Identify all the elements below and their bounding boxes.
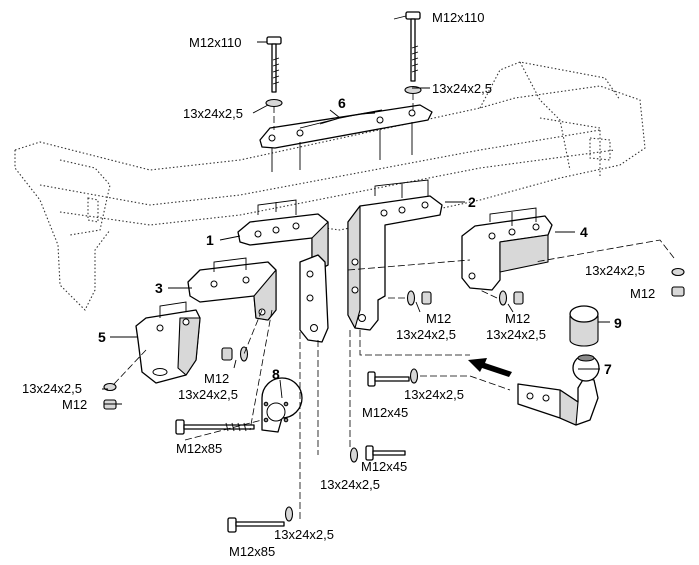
center-vertical-plate: [299, 254, 329, 343]
label-bolt-m12x85-middle: M12x85: [176, 441, 222, 456]
part-1-bracket: [237, 199, 329, 271]
label-washer-mid-2: 13x24x2,5: [486, 327, 546, 342]
bolt-m12x85-lower: [227, 506, 294, 533]
part-number-5: 5: [98, 329, 106, 345]
label-nut-mid-1: M12: [426, 311, 451, 326]
part-number-3: 3: [155, 280, 163, 296]
nut-left-edge: [103, 399, 117, 410]
part-number-7: 7: [604, 361, 612, 377]
nut-mid-2: [513, 291, 524, 305]
label-washer-mid-1: 13x24x2,5: [396, 327, 456, 342]
washer-mid-1: [406, 290, 416, 306]
label-bolt-m12x110-right: M12x110: [432, 10, 485, 25]
label-washer-left-mid: 13x24x2,5: [178, 387, 238, 402]
part-8-socket-plate: [261, 377, 303, 433]
washer-mid-2: [498, 290, 508, 306]
part-number-1: 1: [206, 232, 214, 248]
bolt-m12x110-right: [405, 11, 421, 82]
label-bolt-m12x45-upper: M12x45: [362, 405, 408, 420]
label-bolt-m12x85-lower: M12x85: [229, 544, 275, 559]
part-number-6: 6: [338, 95, 346, 111]
assembly-direction-arrow: [468, 358, 512, 377]
label-washer-right-edge: 13x24x2,5: [585, 263, 645, 278]
label-bolt-m12x110-left: M12x110: [189, 35, 242, 50]
vehicle-frame-outline: [14, 61, 646, 311]
label-nut-mid-2: M12: [505, 311, 530, 326]
bolt-m12x85-middle: [175, 419, 255, 435]
part-number-9: 9: [614, 315, 622, 331]
label-nut-left-edge: M12: [62, 397, 87, 412]
bolt-m12x45-upper: [367, 368, 419, 387]
label-washer-bolt-m12x85-lower: 13x24x2,5: [274, 527, 334, 542]
washer-right-edge: [671, 267, 685, 277]
nut-mid-1: [421, 291, 432, 305]
part-number-2: 2: [468, 194, 476, 210]
part-3-small-bracket: [187, 257, 277, 321]
label-washer-bolt-m12x45-lower: 13x24x2,5: [320, 477, 380, 492]
label-washer-top-right: 13x24x2,5: [432, 81, 492, 96]
washer-top-left: [265, 98, 283, 108]
leader-lines: [102, 15, 610, 405]
part-5-lower-bracket: [135, 301, 201, 384]
nut-right-edge: [671, 286, 685, 297]
part-6-top-plate: [259, 104, 433, 172]
label-nut-right-edge: M12: [630, 286, 655, 301]
part-2-side-bracket: [347, 179, 443, 331]
part-4-right-bracket: [461, 207, 553, 291]
nut-left-mid: [221, 347, 233, 361]
label-washer-left-edge: 13x24x2,5: [22, 381, 82, 396]
part-number-4: 4: [580, 224, 588, 240]
label-washer-top-left: 13x24x2,5: [183, 106, 243, 121]
washer-left-mid: [239, 346, 249, 362]
bolt-m12x110-left: [266, 36, 282, 93]
bolt-m12x45-lower: [349, 445, 406, 463]
alignment-lines: [113, 93, 675, 520]
label-washer-bolt-m12x45-upper: 13x24x2,5: [404, 387, 464, 402]
part-7-tow-ball: [517, 354, 600, 426]
label-nut-left-mid: M12: [204, 371, 229, 386]
part-number-8: 8: [272, 366, 280, 382]
label-bolt-m12x45-lower: M12x45: [361, 459, 407, 474]
part-9-ball-cap: [569, 305, 599, 347]
